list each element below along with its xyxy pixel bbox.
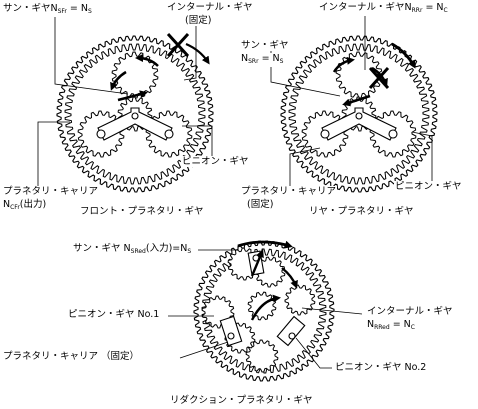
reduction-pinion-no2-right [284,284,316,316]
reduction-pinion1-label: ピニオン・ギヤ No.1 [67,309,161,320]
front-internal-gear-teeth [64,43,206,185]
reduction-pinion-no1-bottom [245,339,279,373]
rear-sun-gear-label: サン・ギヤ [240,40,290,51]
rear-caption: リヤ・プラネタリ・ギヤ [309,206,414,217]
front-internal-gear-outer [56,35,214,193]
rear-carrier-label: プラネタリ・キャリア [240,186,338,197]
reduction-internal-gear-label: インターナル・ギヤ [366,306,454,317]
reduction-leader-lines [168,249,363,369]
reduction-internal-gear-outer [193,240,335,382]
front-sun-gear-label: サン・ギヤNSFr = NS [2,3,93,17]
reduction-rotation-arrows [237,240,298,321]
reduction-internal-gear-eq: NRRed = NC [366,319,416,333]
reduction-pinion2-label: ピニオン・ギヤ No.2 [334,362,428,373]
front-caption: フロント・プラネタリ・ギヤ [80,206,204,217]
front-planetary-carrier [96,107,174,141]
front-carrier-label: プラネタリ・キャリア [2,186,100,197]
reduction-caption: リダクション・プラネタリ・ギヤ [170,395,313,406]
rear-planetary-gear [270,14,438,193]
rear-pinion-gear-label: ピニオン・ギヤ [394,181,463,192]
front-planetary-gear [37,13,224,193]
reduction-sun-gear-label: サン・ギヤ NSRed(入力)=NS [72,243,193,257]
rear-planetary-carrier [320,107,398,141]
front-rotation-arrows [110,42,210,102]
rear-fixed-x-mark [368,66,390,90]
reduction-planetary-gear [168,240,363,382]
reduction-carrier-label: プラネタリ・キャリア （固定） [2,351,141,362]
front-pinion-gear-top [111,51,159,99]
front-internal-gear-note: (固定) [184,15,213,26]
front-pinion-gear-label: ピニオン・ギヤ [181,156,250,167]
front-carrier-output-label: NCFr(出力) [2,199,48,213]
rear-internal-gear-teeth [288,43,430,185]
front-fixed-x-mark [166,32,190,58]
front-internal-gear-label: インターナル・ギヤ [166,2,254,13]
rear-sun-gear-eq: NSRr = NS [240,53,285,67]
rear-carrier-note: (固定) [246,199,275,210]
rear-internal-gear-label: インターナル・ギヤNRRr = NC [318,2,449,16]
